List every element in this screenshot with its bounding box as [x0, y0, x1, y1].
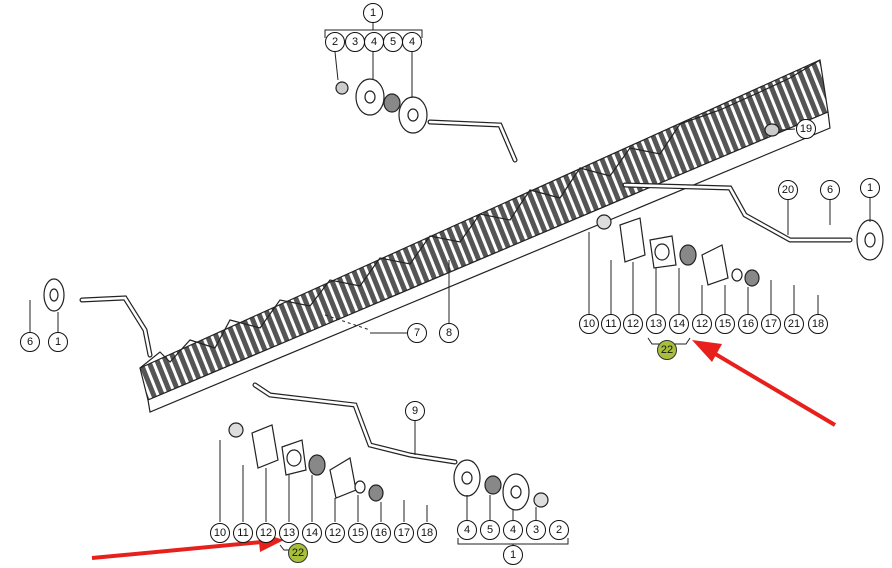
callout-6: 6 [20, 332, 40, 352]
red-arrow-bottom [91, 532, 284, 560]
callout-4: 4 [503, 520, 523, 540]
callout-12: 12 [623, 314, 643, 334]
callout-5: 5 [383, 32, 403, 52]
callout-15: 15 [715, 314, 735, 334]
shafts [79, 119, 853, 465]
callout-16: 16 [738, 314, 758, 334]
callout-4: 4 [402, 32, 422, 52]
callout-1: 1 [48, 332, 68, 352]
callout-11: 11 [601, 314, 621, 334]
callout-10: 10 [579, 314, 599, 334]
callout-9: 9 [405, 401, 425, 421]
callout-8: 8 [439, 323, 459, 343]
callout-22: 22 [657, 340, 677, 360]
callout-12: 12 [256, 523, 276, 543]
callout-2: 2 [325, 32, 345, 52]
callout-18: 18 [808, 314, 828, 334]
parts [43, 78, 884, 511]
callout-12: 12 [692, 314, 712, 334]
callout-17: 17 [394, 523, 414, 543]
callout-21: 21 [784, 314, 804, 334]
callout-7: 7 [407, 323, 427, 343]
callout-14: 14 [302, 523, 322, 543]
callout-19: 19 [796, 119, 816, 139]
callout-10: 10 [210, 523, 230, 543]
callout-15: 15 [348, 523, 368, 543]
callout-14: 14 [669, 314, 689, 334]
callout-2: 2 [549, 520, 569, 540]
callout-1: 1 [503, 545, 523, 565]
callout-3: 3 [345, 32, 365, 52]
callout-20: 20 [778, 180, 798, 200]
callout-11: 11 [233, 523, 253, 543]
callout-17: 17 [761, 314, 781, 334]
callout-12: 12 [325, 523, 345, 543]
leader-lines [29, 22, 871, 552]
callout-1: 1 [860, 178, 880, 198]
callout-1: 1 [363, 3, 383, 23]
callout-5: 5 [480, 520, 500, 540]
callout-22: 22 [288, 543, 308, 563]
red-arrow-right [692, 340, 837, 427]
callout-3: 3 [526, 520, 546, 540]
shafts-inner [80, 120, 852, 464]
callout-6: 6 [820, 180, 840, 200]
callout-4: 4 [457, 520, 477, 540]
callout-13: 13 [646, 314, 666, 334]
callout-18: 18 [417, 523, 437, 543]
callout-13: 13 [279, 523, 299, 543]
callout-4: 4 [364, 32, 384, 52]
callout-16: 16 [371, 523, 391, 543]
